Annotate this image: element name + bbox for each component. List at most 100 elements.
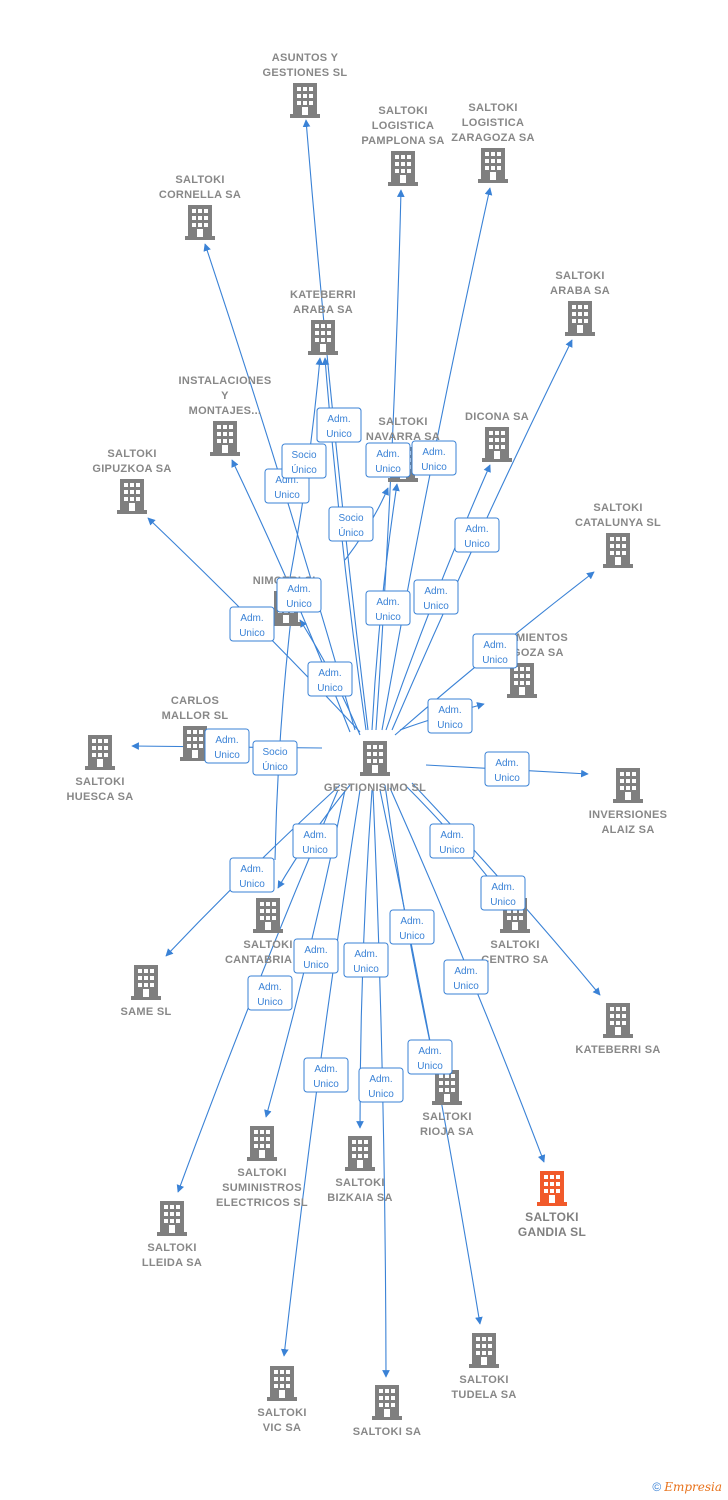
node-dicona[interactable]: DICONA SA bbox=[465, 411, 529, 462]
relation-label[interactable]: Adm.Unico bbox=[229, 606, 275, 642]
node-label: ZARAGOZA SA bbox=[451, 132, 535, 144]
relation-label-text: Adm. bbox=[424, 586, 447, 597]
building-icon bbox=[210, 421, 240, 456]
relation-label[interactable]: Adm.Unico bbox=[413, 579, 459, 615]
relation-label[interactable]: Adm.Unico bbox=[293, 938, 339, 974]
node-label: SALTOKI bbox=[257, 1407, 306, 1419]
building-icon bbox=[185, 205, 215, 240]
empresia-credit: ©Empresia bbox=[652, 1480, 722, 1494]
node-label: KATEBERRI bbox=[290, 289, 356, 301]
building-icon bbox=[247, 1126, 277, 1161]
node-label: LLEIDA SA bbox=[142, 1257, 202, 1269]
node-label: TUDELA SA bbox=[451, 1389, 516, 1401]
relation-label[interactable]: Adm.Unico bbox=[303, 1057, 349, 1093]
node-label: INVERSIONES bbox=[589, 809, 668, 821]
relation-label-box bbox=[307, 661, 353, 697]
relation-label-text: Adm. bbox=[483, 640, 506, 651]
relation-label-text: Adm. bbox=[240, 864, 263, 875]
building-icon bbox=[603, 1003, 633, 1038]
relation-label[interactable]: Adm.Unico bbox=[472, 633, 518, 669]
node-label: DICONA SA bbox=[465, 411, 529, 423]
relation-label-box bbox=[484, 751, 530, 787]
node-instalaciones[interactable]: INSTALACIONESYMONTAJES... bbox=[179, 375, 272, 456]
building-icon bbox=[85, 735, 115, 770]
relation-label-box bbox=[472, 633, 518, 669]
node-lleida[interactable]: SALTOKI LLEIDA SA bbox=[142, 1201, 202, 1269]
relation-label-text: Socio bbox=[338, 513, 363, 524]
relation-label-text: Adm. bbox=[304, 945, 327, 956]
building-icon bbox=[131, 965, 161, 1000]
node-label: SALTOKI bbox=[378, 105, 427, 117]
building-icon bbox=[372, 1385, 402, 1420]
node-label: SALTOKI bbox=[147, 1242, 196, 1254]
relation-label-box bbox=[316, 407, 362, 443]
node-label: SALTOKI bbox=[75, 776, 124, 788]
building-icon bbox=[388, 151, 418, 186]
node-kateberri[interactable]: KATEBERRI SA bbox=[575, 1003, 660, 1056]
relation-label[interactable]: Adm.Unico bbox=[480, 875, 526, 911]
relation-label[interactable]: Adm.Unico bbox=[443, 959, 489, 995]
relation-label-text: Adm. bbox=[495, 758, 518, 769]
relation-label[interactable]: Adm.Unico bbox=[292, 823, 338, 859]
relation-label[interactable]: Adm.Unico bbox=[454, 517, 500, 553]
relation-label-text: Adm. bbox=[376, 597, 399, 608]
building-icon bbox=[267, 1366, 297, 1401]
relation-label-box bbox=[427, 698, 473, 734]
building-icon bbox=[157, 1201, 187, 1236]
relation-label-text: Adm. bbox=[354, 949, 377, 960]
relation-label-text: Unico bbox=[368, 1089, 394, 1100]
relation-label[interactable]: Adm.Unico bbox=[247, 975, 293, 1011]
relation-label[interactable]: Adm.Unico bbox=[276, 577, 322, 613]
relation-label[interactable]: Adm.Unico bbox=[365, 590, 411, 626]
copyright-symbol: © bbox=[652, 1480, 662, 1494]
node-saltoki-sa[interactable]: SALTOKI SA bbox=[353, 1385, 422, 1438]
building-icon bbox=[117, 479, 147, 514]
relation-label[interactable]: Adm.Unico bbox=[229, 857, 275, 893]
node-gestionisimo[interactable]: GESTIONISIMO SL bbox=[324, 741, 426, 794]
relation-label[interactable]: Adm.Unico bbox=[343, 942, 389, 978]
relation-label[interactable]: Adm.Unico bbox=[389, 909, 435, 945]
relation-label[interactable]: Adm.Unico bbox=[358, 1067, 404, 1103]
relation-label[interactable]: Adm.Unico bbox=[427, 698, 473, 734]
relation-label[interactable]: Adm.Unico bbox=[411, 440, 457, 476]
relation-label[interactable]: Adm.Unico bbox=[316, 407, 362, 443]
relation-label-text: Unico bbox=[453, 981, 479, 992]
building-icon bbox=[537, 1171, 567, 1206]
node-same[interactable]: SAME SL bbox=[121, 965, 172, 1018]
node-label: MONTAJES... bbox=[189, 405, 262, 417]
building-icon bbox=[482, 427, 512, 462]
relation-label[interactable]: Adm.Unico bbox=[307, 661, 353, 697]
relation-label[interactable]: Adm.Unico bbox=[407, 1039, 453, 1075]
node-label: LOGISTICA bbox=[462, 117, 525, 129]
relation-label[interactable]: Adm.Unico bbox=[429, 823, 475, 859]
node-label: GIPUZKOA SA bbox=[92, 463, 171, 475]
relation-label[interactable]: Adm.Unico bbox=[204, 728, 250, 764]
relation-label[interactable]: Adm.Unico bbox=[365, 442, 411, 478]
relation-label[interactable]: Adm.Unico bbox=[484, 751, 530, 787]
building-icon bbox=[565, 301, 595, 336]
relation-label-text: Unico bbox=[317, 683, 343, 694]
